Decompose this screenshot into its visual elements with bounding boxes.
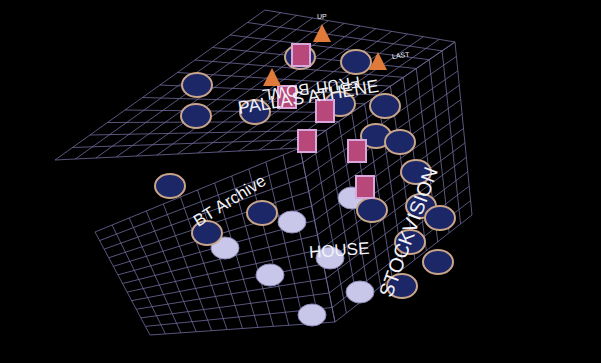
grid-line bbox=[266, 162, 304, 324]
grid-line bbox=[230, 35, 429, 60]
grid-line bbox=[136, 279, 326, 310]
image-tile bbox=[292, 44, 310, 66]
item-disc bbox=[256, 264, 284, 286]
item-disc bbox=[181, 104, 211, 128]
item-disc bbox=[385, 130, 415, 154]
image-tile bbox=[298, 130, 316, 152]
nav-marker bbox=[313, 24, 331, 42]
grid-line bbox=[442, 51, 461, 224]
grid-line bbox=[300, 148, 335, 322]
grid-line bbox=[265, 10, 455, 42]
grid-line bbox=[248, 23, 443, 51]
image-tile bbox=[348, 140, 366, 162]
axis-label: UP bbox=[317, 13, 327, 20]
item-disc bbox=[425, 206, 455, 230]
item-disc bbox=[370, 94, 400, 118]
item-disc bbox=[247, 201, 277, 225]
grid-line bbox=[318, 129, 464, 236]
item-disc bbox=[285, 45, 315, 69]
item-disc bbox=[298, 304, 326, 326]
item-disc bbox=[346, 281, 374, 303]
group-title: HOUSE bbox=[308, 239, 370, 260]
item-disc bbox=[357, 198, 387, 222]
item-disc bbox=[341, 50, 371, 74]
axis-label: LAST bbox=[392, 50, 410, 59]
nav-marker bbox=[263, 68, 281, 86]
item-disc bbox=[278, 211, 306, 233]
nav-marker bbox=[369, 52, 387, 70]
grid-line bbox=[455, 42, 472, 215]
item-disc bbox=[423, 250, 453, 274]
item-disc bbox=[182, 73, 212, 97]
image-tile bbox=[356, 176, 374, 198]
item-disc bbox=[155, 174, 185, 198]
grid-planes bbox=[55, 10, 472, 335]
grid-line bbox=[303, 56, 457, 162]
grid-line bbox=[109, 192, 309, 258]
grid-line bbox=[320, 143, 465, 250]
grid-line bbox=[123, 235, 318, 284]
scene-objects bbox=[155, 24, 455, 326]
grid-line bbox=[283, 155, 320, 323]
grid-line bbox=[218, 31, 391, 152]
